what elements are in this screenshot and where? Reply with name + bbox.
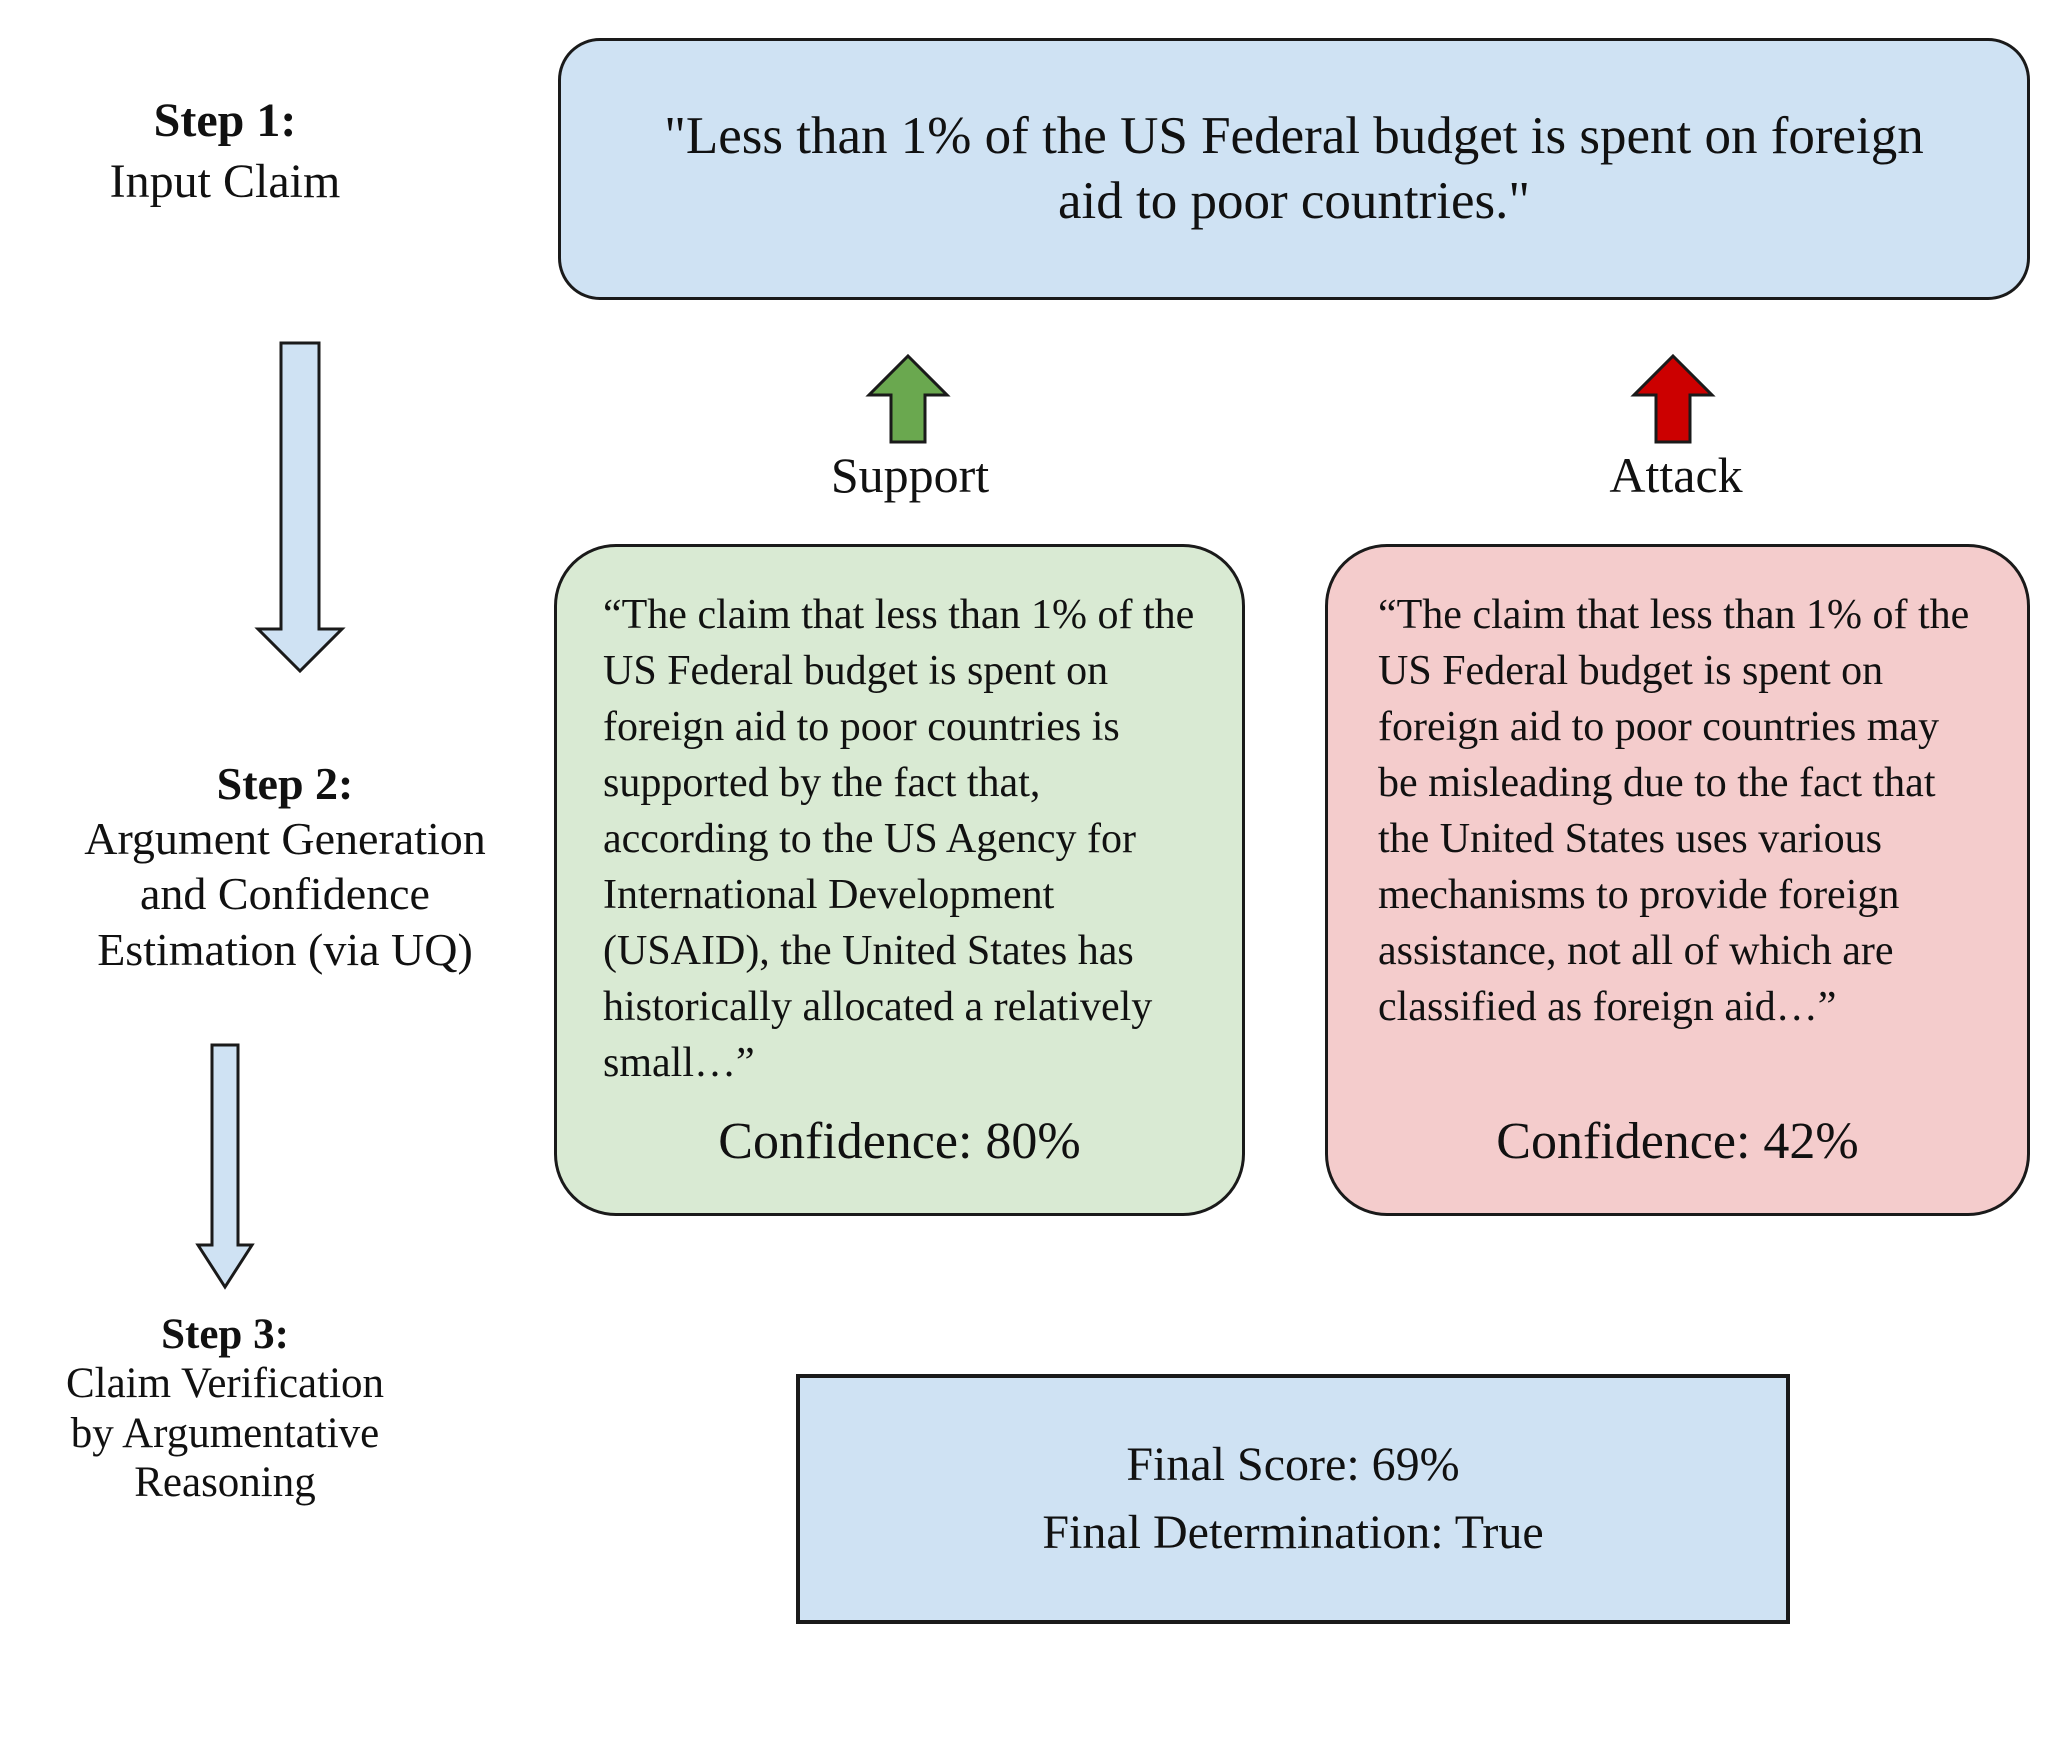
step1-title: Step 1: [153,94,297,147]
support-up-arrow-icon [865,353,951,444]
input-claim-box: "Less than 1% of the US Federal budget i… [558,38,2030,300]
flow-down-arrow-1 [254,341,346,674]
support-confidence: Confidence: 80% [718,1113,1081,1170]
flow-down-arrow-2-shape [195,1043,255,1290]
support-up-arrow-shape [865,353,951,444]
flow-down-arrow-2 [195,1043,255,1290]
step1-subtitle: Input Claim [109,155,341,209]
attack-argument-box: “The claim that less than 1% of the US F… [1325,544,2030,1216]
step3-title: Step 3: [161,1311,289,1358]
step3-subtitle: Claim Verification by Argumentative Reas… [65,1360,385,1507]
flow-down-arrow-1-shape [254,341,346,674]
final-result-box: Final Score: 69% Final Determination: Tr… [796,1374,1790,1624]
attack-argument-text: “The claim that less than 1% of the US F… [1378,592,1970,1030]
step2-label: Step 2: Argument Generation and Confiden… [55,756,515,977]
final-determination-text: Final Determination: True [1042,1506,1544,1559]
final-score-text: Final Score: 69% [1126,1437,1460,1491]
step1-label: Step 1: Input Claim [35,90,415,213]
input-claim-text: "Less than 1% of the US Federal budget i… [664,107,1924,230]
step3-label: Step 3: Claim Verification by Argumentat… [40,1310,410,1508]
support-argument-text: “The claim that less than 1% of the US F… [603,592,1195,1086]
attack-up-arrow-icon [1630,353,1716,444]
support-argument-box: “The claim that less than 1% of the US F… [554,544,1245,1216]
attack-up-arrow-shape [1630,353,1716,444]
support-arrow-label: Support [830,447,990,503]
attack-arrow-label: Attack [1609,447,1743,503]
step2-subtitle: Argument Generation and Confidence Estim… [84,813,486,975]
attack-confidence: Confidence: 42% [1496,1113,1859,1170]
step2-title: Step 2: [216,758,354,809]
